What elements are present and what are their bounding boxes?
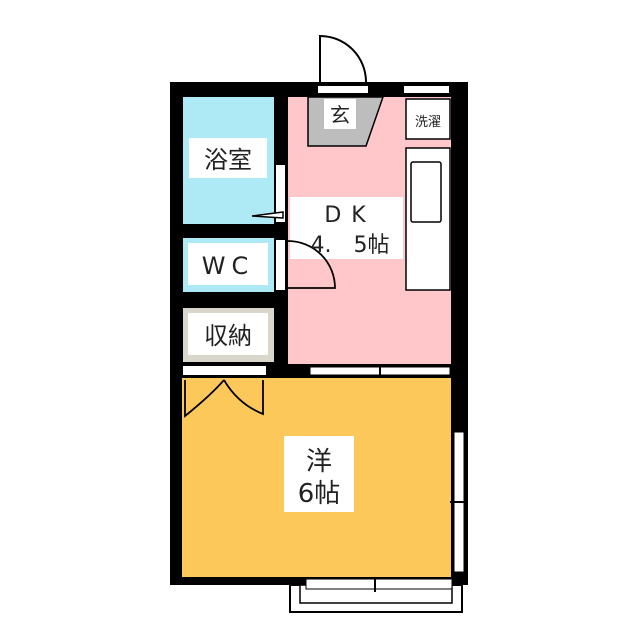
western-size: 6帖 (298, 479, 341, 509)
storage-label: 収納 (204, 322, 252, 350)
entrance-door (319, 34, 367, 83)
wc-label: WC (202, 252, 255, 280)
sink (410, 161, 442, 223)
bath-label: 浴室 (204, 146, 252, 174)
dk-size: 4. 5帖 (311, 233, 390, 258)
western-label: 洋 (306, 447, 332, 477)
wc-door (287, 240, 336, 289)
laundry-label: 洗濯 (415, 115, 441, 130)
storage-door (184, 379, 264, 418)
entrance-label: 玄 (330, 103, 350, 127)
laundry-space (405, 98, 451, 140)
dk-label: DK (324, 203, 375, 228)
